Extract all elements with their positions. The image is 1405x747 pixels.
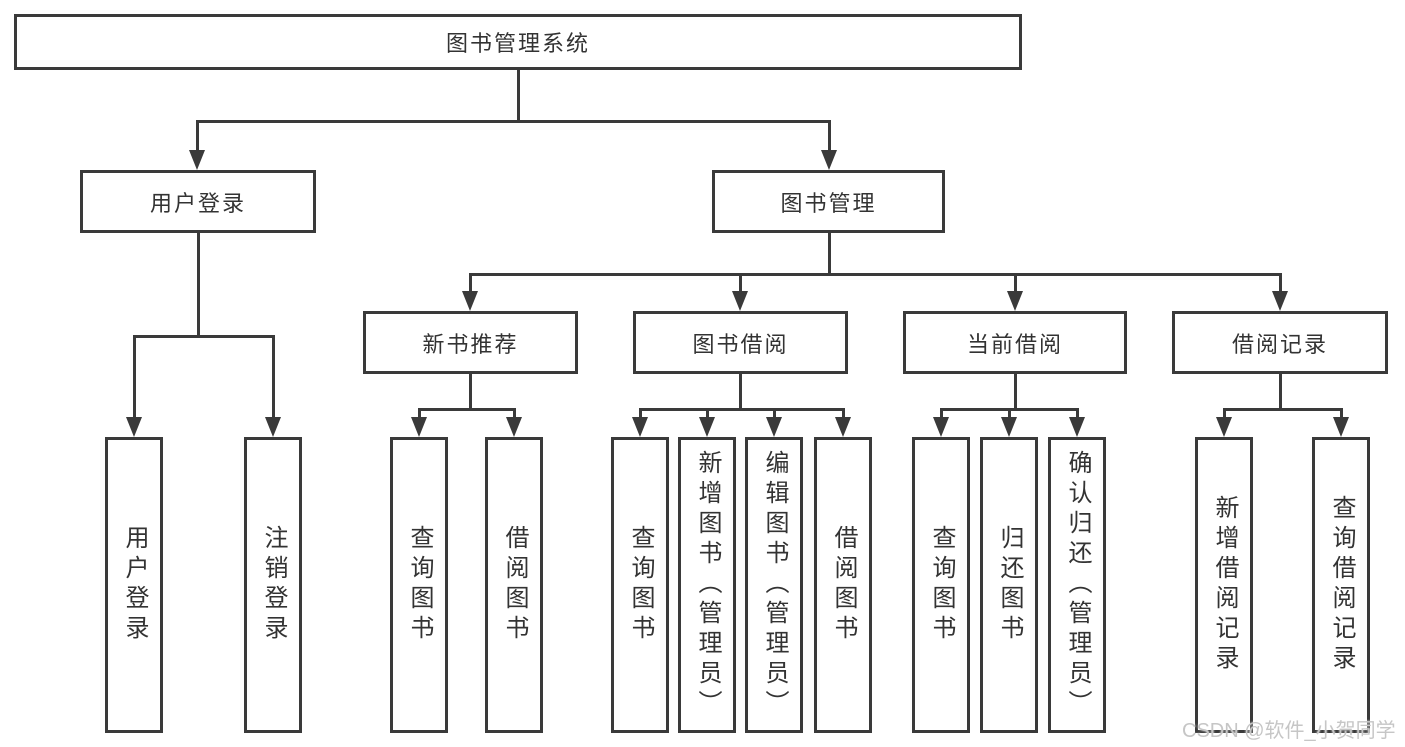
node-book-management: 图书管理 — [712, 170, 945, 233]
leaf-query-books-recommend-label: 查询图书 — [406, 525, 433, 645]
leaf-query-books-borrow-label: 查询图书 — [627, 525, 654, 645]
connector-hline — [470, 273, 1280, 276]
leaf-edit-books-admin-label: 编辑图书（管理员） — [761, 450, 788, 720]
leaf-query-books-current: 查询图书 — [912, 437, 970, 733]
leaf-add-borrow-record: 新增借阅记录 — [1195, 437, 1253, 733]
arrowhead-icon — [462, 291, 478, 311]
node-current-borrow: 当前借阅 — [903, 311, 1127, 374]
arrowhead-icon — [1333, 417, 1349, 437]
connector-vline — [1014, 273, 1017, 291]
connector-hline — [134, 335, 274, 338]
arrowhead-icon — [1001, 417, 1017, 437]
arrowhead-icon — [506, 417, 522, 437]
leaf-logout-label: 注销登录 — [260, 525, 287, 645]
leaf-return-books: 归还图书 — [980, 437, 1038, 733]
leaf-user-login: 用户登录 — [105, 437, 163, 733]
leaf-return-books-label: 归还图书 — [996, 525, 1023, 645]
arrowhead-icon — [821, 150, 837, 170]
arrowhead-icon — [1069, 417, 1085, 437]
node-borrow-records-label: 借阅记录 — [1231, 331, 1328, 357]
leaf-query-books-recommend: 查询图书 — [390, 437, 448, 733]
connector-vline — [773, 408, 776, 417]
connector-vline — [739, 374, 742, 408]
node-user-login: 用户登录 — [80, 170, 316, 233]
leaf-confirm-return-admin-label: 确认归还（管理员） — [1064, 450, 1091, 720]
leaf-borrow-books-recommend: 借阅图书 — [485, 437, 543, 733]
leaf-confirm-return-admin: 确认归还（管理员） — [1048, 437, 1106, 733]
arrowhead-icon — [732, 291, 748, 311]
leaf-borrow-books-label: 借阅图书 — [830, 525, 857, 645]
connector-vline — [272, 335, 275, 417]
connector-vline — [706, 408, 709, 417]
node-book-management-label: 图书管理 — [780, 190, 877, 216]
leaf-logout: 注销登录 — [244, 437, 302, 733]
arrowhead-icon — [411, 417, 427, 437]
connector-vline — [1223, 408, 1226, 417]
connector-vline — [133, 335, 136, 417]
leaf-borrow-books: 借阅图书 — [814, 437, 872, 733]
leaf-query-borrow-record-label: 查询借阅记录 — [1328, 495, 1355, 675]
connector-vline — [1279, 374, 1282, 408]
arrowhead-icon — [126, 417, 142, 437]
node-new-book-recommend: 新书推荐 — [363, 311, 578, 374]
connector-vline — [1008, 408, 1011, 417]
leaf-add-borrow-record-label: 新增借阅记录 — [1211, 495, 1238, 675]
arrowhead-icon — [766, 417, 782, 437]
leaf-user-login-label: 用户登录 — [121, 525, 148, 645]
arrowhead-icon — [699, 417, 715, 437]
leaf-query-books-borrow: 查询图书 — [611, 437, 669, 733]
node-root-label: 图书管理系统 — [445, 31, 590, 56]
node-new-book-recommend-label: 新书推荐 — [422, 331, 519, 357]
connector-vline — [469, 374, 472, 408]
connector-vline — [418, 408, 421, 417]
connector-vline — [940, 408, 943, 417]
connector-vline — [828, 120, 831, 150]
arrowhead-icon — [189, 150, 205, 170]
arrowhead-icon — [1272, 291, 1288, 311]
watermark: CSDN @软件_小贺同学 — [1182, 720, 1396, 742]
connector-vline — [828, 233, 831, 273]
connector-vline — [517, 70, 520, 120]
connector-hline — [640, 408, 843, 411]
connector-vline — [513, 408, 516, 417]
connector-vline — [639, 408, 642, 417]
connector-vline — [1340, 408, 1343, 417]
node-user-login-label: 用户登录 — [149, 190, 246, 216]
node-book-borrow-label: 图书借阅 — [692, 331, 789, 357]
arrowhead-icon — [265, 417, 281, 437]
leaf-query-books-current-label: 查询图书 — [928, 525, 955, 645]
arrowhead-icon — [1007, 291, 1023, 311]
connector-vline — [196, 120, 199, 150]
connector-vline — [197, 233, 200, 335]
leaf-borrow-books-recommend-label: 借阅图书 — [501, 525, 528, 645]
node-current-borrow-label: 当前借阅 — [966, 331, 1063, 357]
leaf-add-books-admin: 新增图书（管理员） — [678, 437, 736, 733]
connector-hline — [197, 120, 831, 123]
node-borrow-records: 借阅记录 — [1172, 311, 1388, 374]
leaf-query-borrow-record: 查询借阅记录 — [1312, 437, 1370, 733]
arrowhead-icon — [835, 417, 851, 437]
node-root: 图书管理系统 — [14, 14, 1022, 70]
connector-vline — [469, 273, 472, 291]
connector-vline — [739, 273, 742, 291]
connector-vline — [842, 408, 845, 417]
connector-vline — [1076, 408, 1079, 417]
connector-hline — [419, 408, 514, 411]
arrowhead-icon — [632, 417, 648, 437]
leaf-add-books-admin-label: 新增图书（管理员） — [694, 450, 721, 720]
connector-hline — [1224, 408, 1341, 411]
node-book-borrow: 图书借阅 — [633, 311, 848, 374]
arrowhead-icon — [933, 417, 949, 437]
connector-vline — [1279, 273, 1282, 291]
connector-vline — [1014, 374, 1017, 408]
leaf-edit-books-admin: 编辑图书（管理员） — [745, 437, 803, 733]
arrowhead-icon — [1216, 417, 1232, 437]
